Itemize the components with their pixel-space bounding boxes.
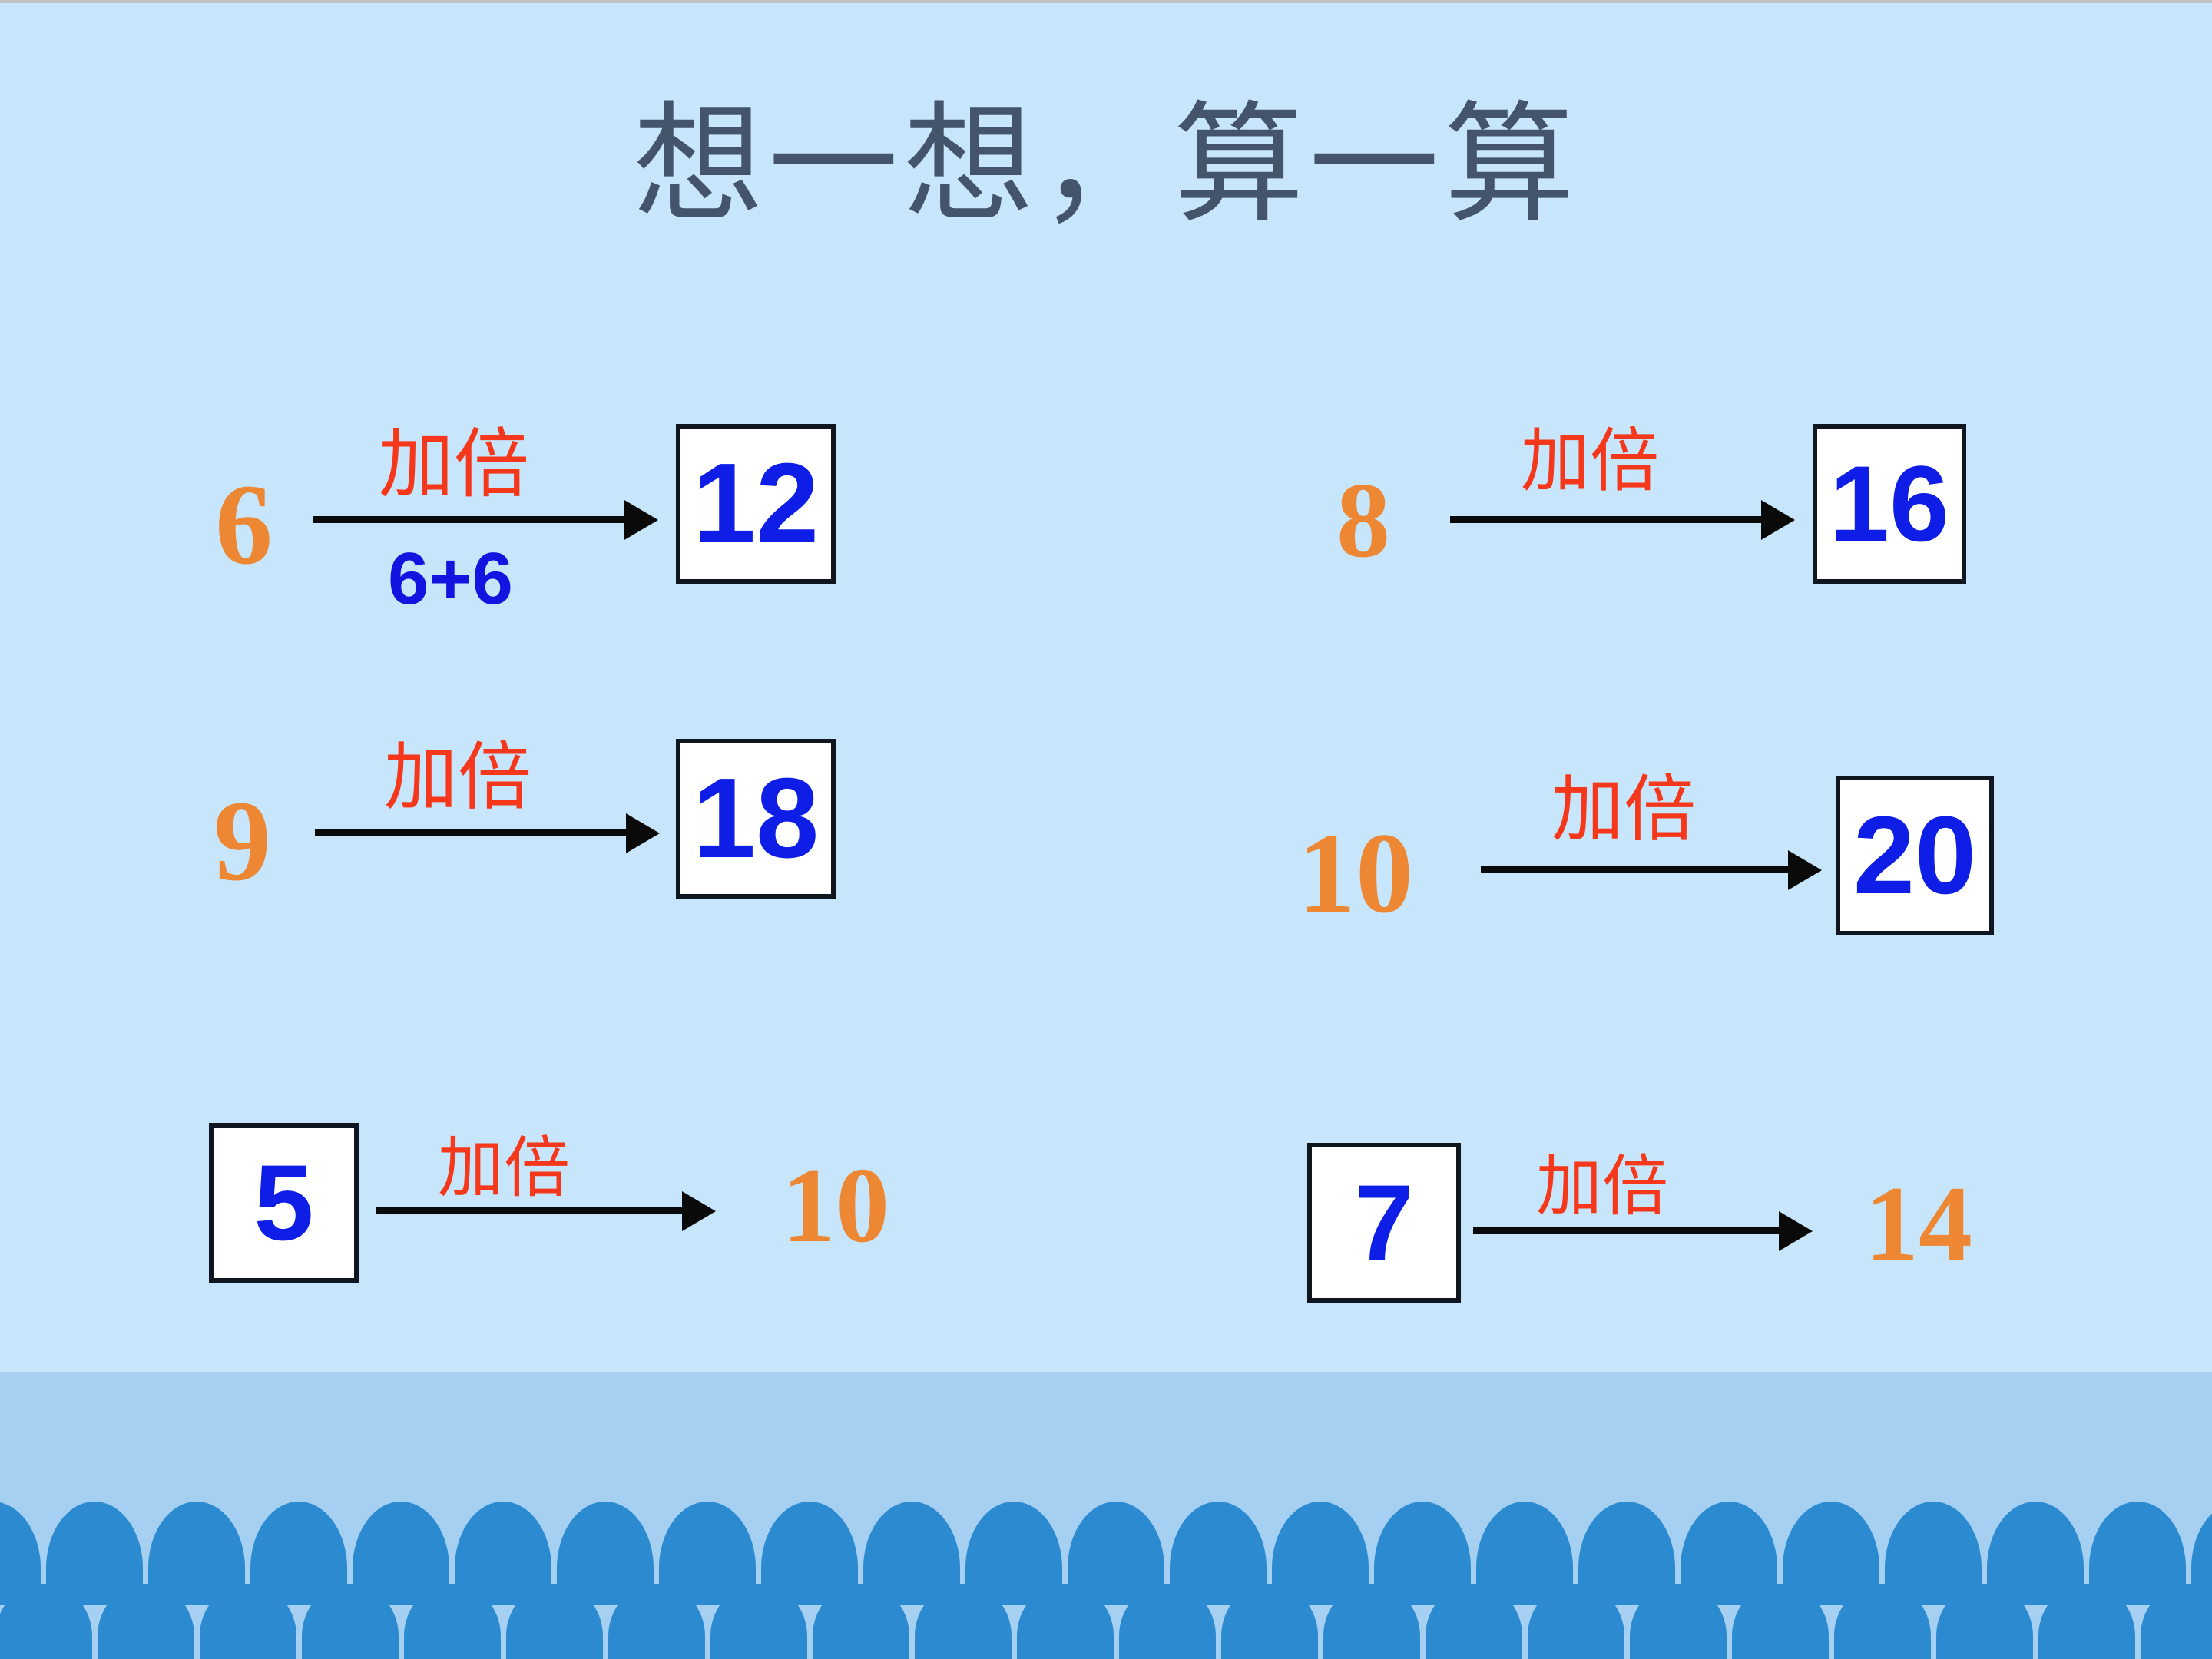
operand-start-row2-right: 10 xyxy=(1298,810,1413,937)
answer-box-row1-left: 12 xyxy=(676,424,836,584)
arch-shape xyxy=(1323,1584,1420,1659)
arch-shape xyxy=(302,1584,399,1659)
answer-value-row1-left: 12 xyxy=(692,440,820,567)
arrow-head-icon xyxy=(682,1191,716,1231)
arch-shape xyxy=(404,1584,501,1659)
arch-shape xyxy=(0,1584,92,1659)
arch-shape xyxy=(608,1584,705,1659)
arch-shape xyxy=(1630,1584,1727,1659)
arrow-line xyxy=(376,1207,682,1214)
arrow-line xyxy=(1481,866,1788,873)
operation-label-row3-left: 加倍 xyxy=(438,1130,570,1207)
operation-label-row2-left: 加倍 xyxy=(384,734,531,820)
answer-box-row3-right: 7 xyxy=(1307,1143,1461,1303)
answer-value-row2-left: 18 xyxy=(692,755,820,882)
operand-start-row1-left: 6 xyxy=(215,461,273,588)
start-value-row3-left: 5 xyxy=(253,1142,314,1263)
arch-row-back xyxy=(0,1502,2212,1605)
arrow-head-icon xyxy=(624,500,658,540)
arrow-head-icon xyxy=(1761,500,1795,540)
answer-box-row3-left: 5 xyxy=(209,1123,359,1283)
result-value-row3-right: 14 xyxy=(1865,1164,1972,1283)
arch-shape xyxy=(1936,1584,2033,1659)
arch-shape xyxy=(2038,1584,2135,1659)
arch-shape xyxy=(1528,1584,1624,1659)
answer-box-row2-left: 18 xyxy=(676,739,836,899)
arrow-head-icon xyxy=(626,813,660,853)
operation-label-row3-right: 加倍 xyxy=(1536,1148,1668,1225)
arch-shape xyxy=(1834,1584,1931,1659)
top-edge-strip xyxy=(0,0,2212,3)
arch-shape xyxy=(1221,1584,1318,1659)
arch-shape xyxy=(200,1584,296,1659)
operation-label-row2-right: 加倍 xyxy=(1551,768,1697,852)
answer-value-row2-right: 20 xyxy=(1853,793,1977,917)
arch-shape xyxy=(1017,1584,1114,1659)
operation-label-row1-right: 加倍 xyxy=(1521,421,1659,502)
start-value-row3-right: 7 xyxy=(1354,1162,1414,1283)
sub-label-row1-left: 6+6 xyxy=(388,538,513,620)
arch-shape xyxy=(98,1584,194,1659)
answer-value-row1-right: 16 xyxy=(1830,443,1949,564)
arch-shape xyxy=(1119,1584,1216,1659)
arch-shape xyxy=(1426,1584,1522,1659)
arch-shape xyxy=(1732,1584,1829,1659)
arch-shape xyxy=(813,1584,909,1659)
operation-label-row1-left: 加倍 xyxy=(379,421,530,508)
arrow-head-icon xyxy=(1779,1211,1813,1251)
arch-shape xyxy=(2141,1584,2212,1659)
bottom-decoration-band xyxy=(0,1372,2212,1659)
arch-shape xyxy=(915,1584,1012,1659)
operand-start-row2-left: 9 xyxy=(214,777,271,905)
arrow-line xyxy=(1450,516,1761,523)
answer-box-row1-right: 16 xyxy=(1813,424,1966,584)
arch-row-front xyxy=(0,1584,2212,1659)
operand-start-row1-right: 8 xyxy=(1336,461,1390,580)
arrow-line xyxy=(315,830,626,836)
arrow-head-icon xyxy=(1788,850,1822,890)
arch-shape xyxy=(506,1584,603,1659)
arrow-line xyxy=(313,516,624,523)
answer-box-row2-right: 20 xyxy=(1836,776,1994,935)
result-value-row3-left: 10 xyxy=(782,1146,889,1265)
arch-shape xyxy=(710,1584,807,1659)
page-title: 想一想，算一算 xyxy=(632,89,1579,241)
arrow-line xyxy=(1473,1227,1779,1234)
